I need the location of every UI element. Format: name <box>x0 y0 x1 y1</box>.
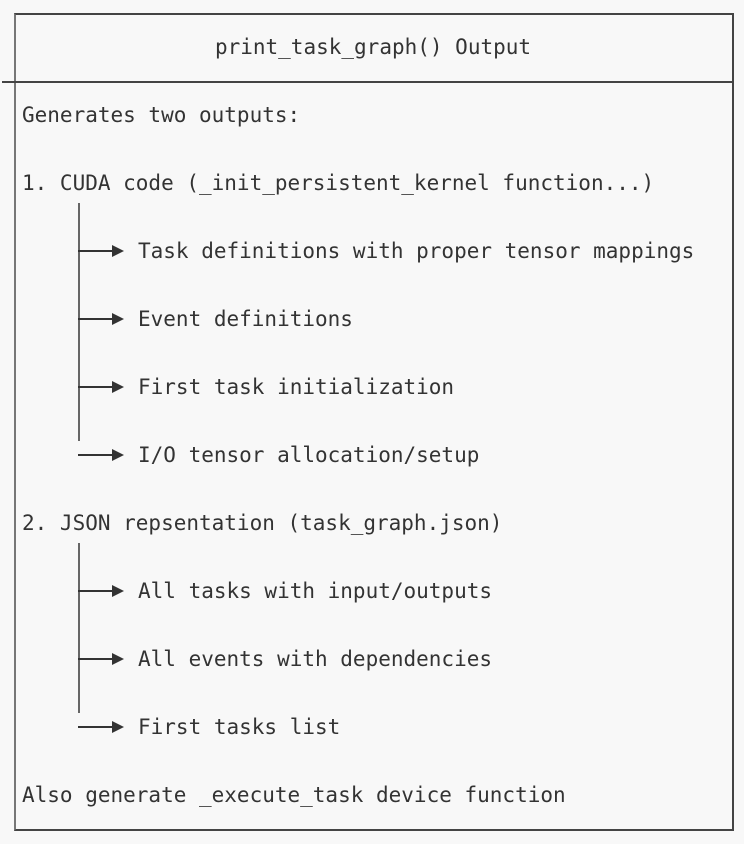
section-1-item-3: First task initialization <box>78 370 454 404</box>
section-1-trunk-line <box>78 203 80 441</box>
footer-note: Also generate _execute_task device funct… <box>22 783 566 807</box>
diagram-title: print_task_graph() Output <box>214 35 532 59</box>
arrow-right-icon <box>112 245 124 257</box>
section-2-item-3: First tasks list <box>78 710 340 744</box>
title-separator <box>2 81 732 83</box>
arrow-right-icon <box>112 449 124 461</box>
connector-line <box>78 454 112 456</box>
item-label: All events with dependencies <box>138 647 493 671</box>
item-label: Event definitions <box>138 307 353 331</box>
arrow-right-icon <box>112 653 124 665</box>
section-1-item-2: Event definitions <box>78 302 353 336</box>
section-1-item-4: I/O tensor allocation/setup <box>78 438 479 472</box>
section-2-trunk-line <box>78 543 80 713</box>
item-label: Task definitions with proper tensor mapp… <box>138 239 695 263</box>
connector-line <box>78 658 112 660</box>
section-1-item-1: Task definitions with proper tensor mapp… <box>78 234 694 268</box>
item-label: First tasks list <box>138 715 341 739</box>
task-graph-diagram: print_task_graph() Output Generates two … <box>2 13 734 831</box>
connector-line <box>78 726 112 728</box>
section-1-heading: 1. CUDA code (_init_persistent_kernel fu… <box>22 171 655 195</box>
item-label: First task initialization <box>138 375 455 399</box>
connector-line <box>78 250 112 252</box>
item-label: All tasks with input/outputs <box>138 579 493 603</box>
item-label: I/O tensor allocation/setup <box>138 443 480 467</box>
arrow-right-icon <box>112 381 124 393</box>
arrow-right-icon <box>112 313 124 325</box>
section-2-item-1: All tasks with input/outputs <box>78 574 492 608</box>
section-2-heading: 2. JSON repsentation (task_graph.json) <box>22 511 503 535</box>
arrow-right-icon <box>112 721 124 733</box>
connector-line <box>78 590 112 592</box>
connector-line <box>78 318 112 320</box>
connector-line <box>78 386 112 388</box>
arrow-right-icon <box>112 585 124 597</box>
diagram-frame <box>2 13 734 831</box>
section-2-item-2: All events with dependencies <box>78 642 492 676</box>
intro-text: Generates two outputs: <box>22 103 301 127</box>
